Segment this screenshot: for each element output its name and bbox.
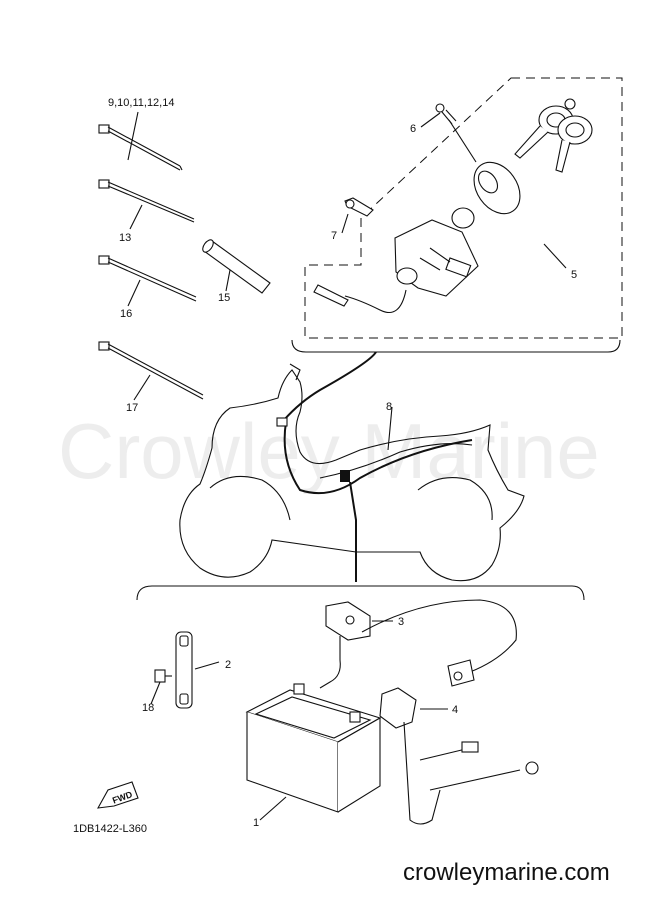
key-cover[interactable] bbox=[465, 154, 530, 223]
callout-2: 2 bbox=[225, 659, 231, 671]
battery-lead-3[interactable] bbox=[319, 599, 517, 689]
callout-16: 16 bbox=[120, 308, 132, 320]
fwd-arrow: FWD bbox=[96, 781, 139, 809]
callout-18: 18 bbox=[142, 702, 154, 714]
clip-18[interactable] bbox=[154, 669, 172, 683]
cable-tie-13[interactable] bbox=[98, 179, 195, 223]
protector-tube-15[interactable] bbox=[201, 238, 271, 294]
callout-17: 17 bbox=[126, 402, 138, 414]
callout-5: 5 bbox=[571, 269, 577, 281]
callout-7: 7 bbox=[331, 230, 337, 242]
footer-site-label[interactable]: crowleymarine.com bbox=[403, 859, 610, 886]
callouts: 9,10,11,12,14 13 15 16 17 6 7 5 8 3 2 18… bbox=[108, 97, 577, 829]
battery-1[interactable] bbox=[245, 683, 382, 813]
callout-6: 6 bbox=[410, 123, 416, 135]
callout-4: 4 bbox=[452, 704, 458, 716]
main-switch-set-outline bbox=[304, 77, 623, 339]
callout-15: 15 bbox=[218, 292, 230, 304]
screw-7[interactable] bbox=[344, 197, 374, 217]
callout-8: 8 bbox=[386, 401, 392, 413]
main-switch-body[interactable] bbox=[394, 207, 479, 297]
wire-harness-8[interactable] bbox=[276, 417, 473, 495]
battery-lead-4[interactable] bbox=[379, 687, 539, 825]
callout-3: 3 bbox=[398, 616, 404, 628]
main-switch-lead[interactable] bbox=[313, 284, 407, 314]
battery-band-2[interactable] bbox=[175, 631, 193, 709]
cable-tie-17[interactable] bbox=[98, 341, 204, 400]
keys[interactable] bbox=[514, 98, 593, 173]
diagram-code: 1DB1422-L360 bbox=[73, 823, 147, 835]
upper-bracket bbox=[291, 339, 621, 353]
lower-bracket bbox=[136, 585, 585, 601]
callout-1: 1 bbox=[253, 817, 259, 829]
cable-tie-16[interactable] bbox=[98, 255, 197, 302]
callout-13: 13 bbox=[119, 232, 131, 244]
callout-9-14: 9,10,11,12,14 bbox=[108, 97, 174, 109]
watermark: Crowley Marine bbox=[58, 407, 600, 495]
cable-tie-9-14[interactable] bbox=[98, 124, 183, 171]
